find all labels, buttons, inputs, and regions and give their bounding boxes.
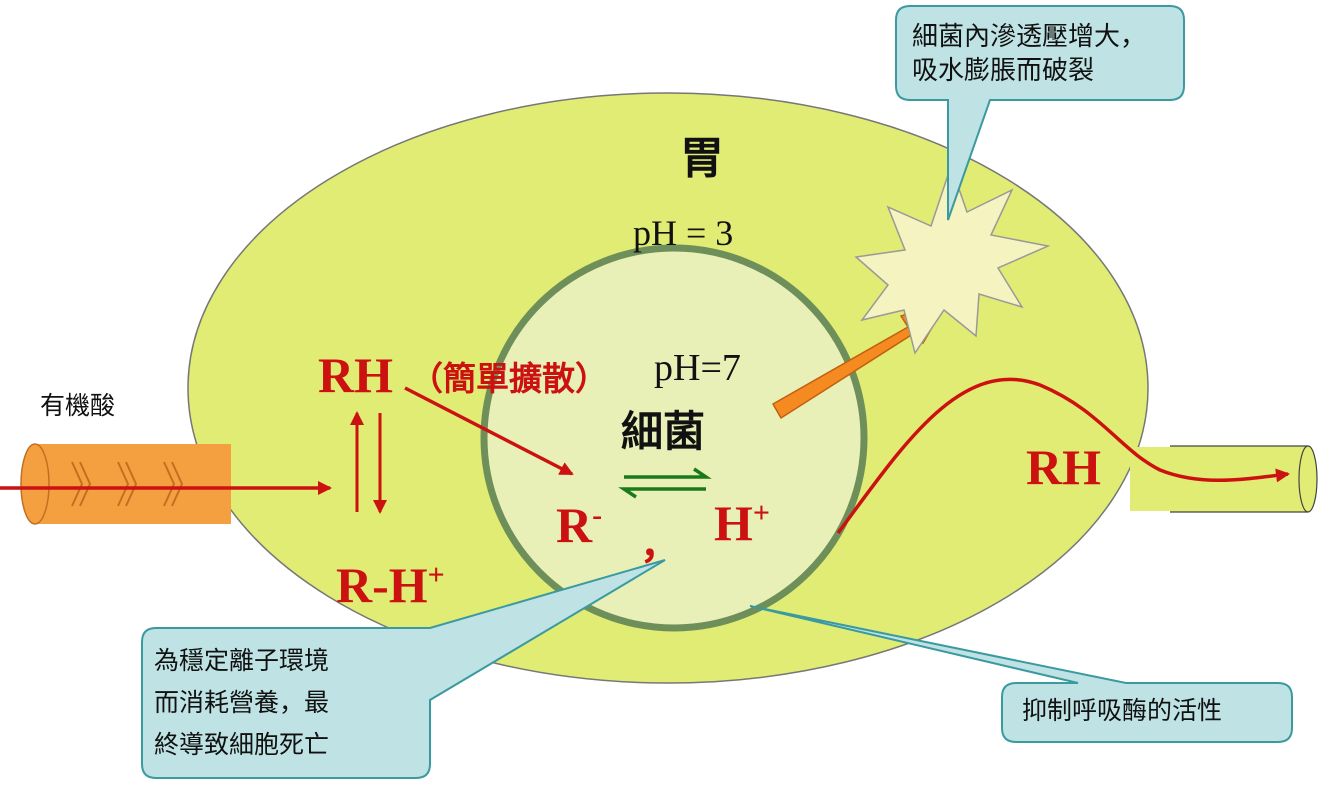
callout-nutrition: 為穩定離子環境 而消耗營養，最 終導致細胞死亡 [154,640,329,766]
stomach-ph-label: pH = 3 [633,213,734,253]
rh-complex-base: R-H [336,557,428,613]
flow-chevrons [71,461,184,507]
callout-nutrition-line: 為穩定離子環境 [154,646,330,675]
callout-enzyme-shape [749,605,1293,743]
callout-osmotic-line: 吸水膨脹而破裂 [912,56,1095,86]
callout-nutrition-shape [141,559,666,779]
callout-nutrition-line: 終導致細胞死亡 [154,730,330,759]
inlet-tube [20,443,231,525]
diffusion-arrow [404,386,574,476]
r-minus-label: R- [556,496,602,554]
bacteria-cell [480,244,868,632]
bacteria-ph-label: pH=7 [654,347,741,389]
callout-osmotic: 細菌內滲透壓增大， 吸水膨脹而破裂 [912,20,1146,88]
organic-acid-label: 有機酸 [40,391,116,420]
stomach-label: 胃 [680,133,724,184]
r-minus-base: R [556,497,593,553]
dissociation-arrows [618,467,712,499]
callout-osmotic-line: 細菌內滲透壓增大， [912,22,1147,52]
h-plus-label: H+ [714,494,770,552]
callout-osmotic-shape [895,5,1185,221]
h-plus-sup: + [752,496,771,530]
r-minus-sup: - [592,498,603,532]
rh-exit-arrow [836,377,1290,535]
callout-enzyme-line: 抑制呼吸酶的活性 [1022,696,1223,725]
callout-enzyme: 抑制呼吸酶的活性 [1022,694,1222,728]
comma-label: ， [640,522,680,568]
bacteria-label: 細菌 [621,407,706,456]
rh-complex-label: R-H+ [336,556,445,614]
rh-left-label: RH [318,347,393,403]
burst-star [854,163,1051,355]
simple-diffusion-label: （簡單擴散） [410,359,608,398]
rh-right-label: RH [1026,439,1101,495]
h-plus-base: H [714,495,753,551]
rh-complex-sup: + [427,558,445,592]
callout-nutrition-line: 而消耗營養，最 [154,688,330,717]
